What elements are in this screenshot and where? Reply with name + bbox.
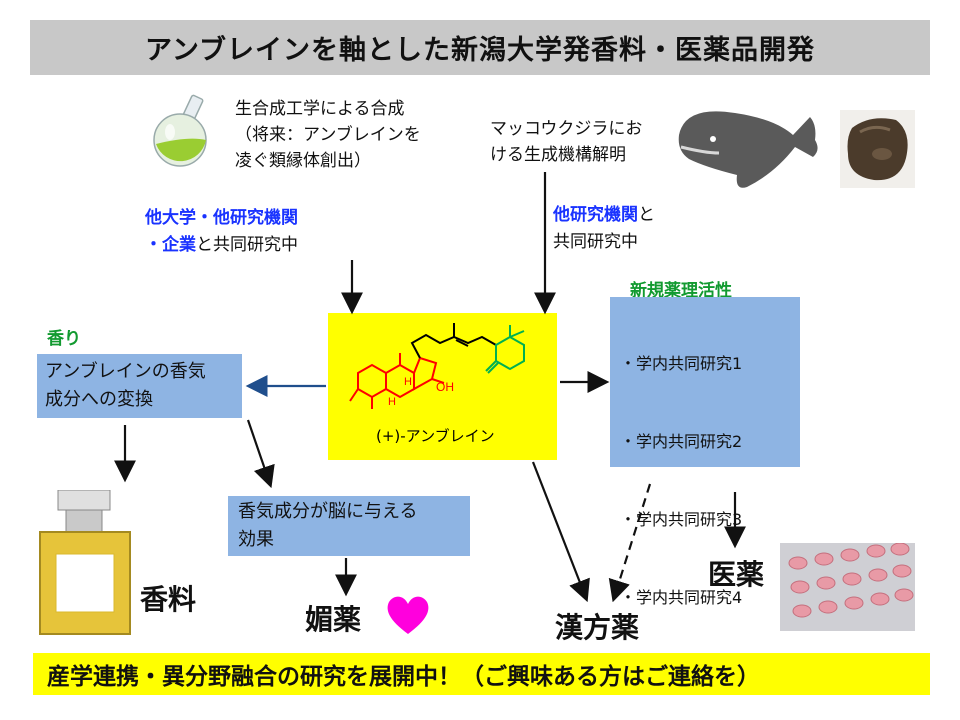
left-collab-highlight: 他大学・他研究機関 ・企業 bbox=[145, 208, 298, 255]
whale-icon bbox=[678, 111, 818, 188]
left-collab-rest: と共同研究中 bbox=[196, 235, 298, 255]
right-collab-highlight: 他研究機関 bbox=[553, 205, 638, 225]
hydrogen-label-1: H bbox=[404, 376, 412, 388]
right-collab-note: 他研究機関と 共同研究中 bbox=[553, 202, 713, 256]
ambergris-photo bbox=[840, 110, 915, 188]
synthesis-note: 生合成工学による合成 （将来：アンブレインを 凌ぐ類縁体創出） bbox=[235, 99, 421, 171]
whale-note: マッコウクジラにお ける生成機構解明 bbox=[490, 119, 643, 165]
compound-box: OH H H (+)-アンブレイン bbox=[328, 313, 557, 460]
brain-box: 香気成分が脳に与える 効果 bbox=[228, 496, 470, 556]
outcome-medicine: 医薬 bbox=[708, 558, 765, 591]
heart-icon bbox=[387, 596, 429, 634]
arrow-kampo-dashed bbox=[608, 483, 652, 603]
bioactivity-item: ・学内共同研究2 bbox=[620, 432, 743, 451]
right-collab-rest: と 共同研究中 bbox=[553, 205, 655, 252]
arrow-brain bbox=[246, 419, 275, 489]
pill-blister-photo bbox=[780, 543, 915, 631]
perfume-bottle-icon bbox=[39, 490, 131, 635]
bioactivity-box: ・学内共同研究1 ・学内共同研究2 ・学内共同研究3 ・学内共同研究4 bbox=[610, 297, 800, 607]
flask-icon bbox=[153, 94, 207, 167]
compound-name: (+)-アンブレイン bbox=[376, 427, 495, 445]
fragrance-box: アンブレインの香気 成分への変換 bbox=[37, 354, 242, 418]
page-title: アンブレインを軸とした新潟大学発香料・医薬品開発 bbox=[30, 20, 930, 75]
outcome-kampo: 漢方薬 bbox=[555, 611, 640, 644]
ambrein-structure: OH H H (+)-アンブレイン bbox=[349, 323, 525, 445]
fragrance-label: 香り bbox=[47, 329, 81, 349]
left-collab-note: 他大学・他研究機関 ・企業と共同研究中 bbox=[145, 205, 375, 259]
bioactivity-item: ・学内共同研究1 bbox=[620, 354, 743, 373]
bottom-banner: 産学連携・異分野融合の研究を展開中！（ご興味ある方はご連絡を） bbox=[33, 653, 930, 695]
bioactivity-label: 新規薬理活性 bbox=[630, 281, 732, 301]
arrow-kampo bbox=[531, 461, 590, 603]
bioactivity-item: ・学内共同研究3 bbox=[620, 510, 743, 529]
bioactivity-item: ・学内共同研究4 bbox=[620, 588, 743, 607]
hydrogen-label-2: H bbox=[388, 396, 396, 408]
outcome-aphrodisiac: 媚薬 bbox=[305, 603, 362, 636]
hydroxyl-label: OH bbox=[436, 380, 454, 394]
outcome-perfume: 香料 bbox=[140, 583, 197, 616]
